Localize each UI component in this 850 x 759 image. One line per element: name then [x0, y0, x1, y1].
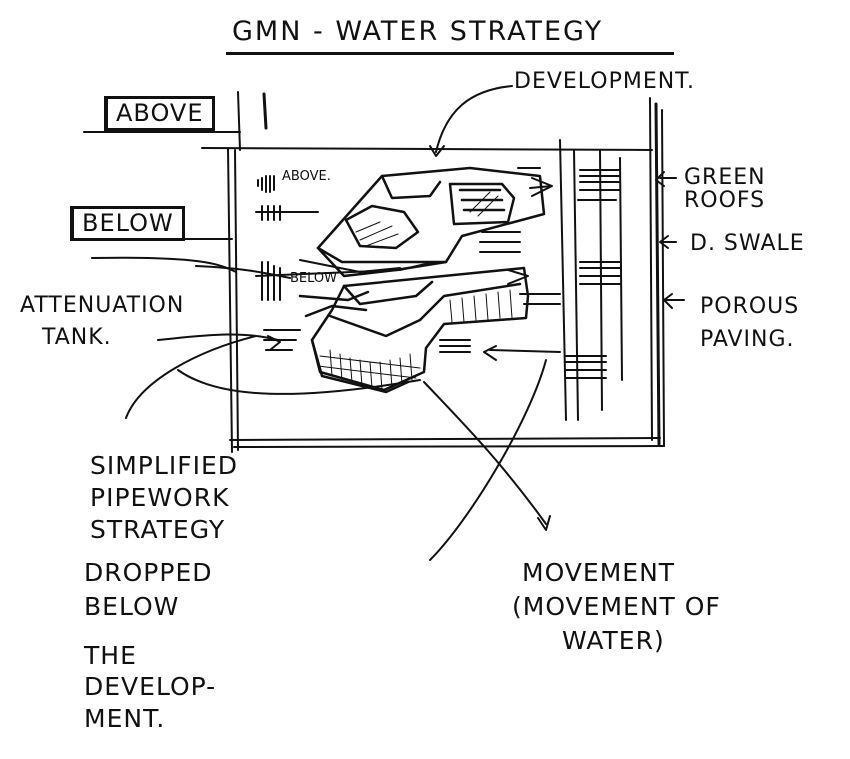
label-sketch-above: ABOVE.: [282, 169, 331, 184]
leader-arrows: [91, 85, 685, 561]
label-attenuation-tank: ATTENUATION TANK.: [20, 293, 185, 350]
label-d-swale: D. SWALE: [690, 231, 805, 256]
label-movement: MOVEMENT (MOVEMENT OF WATER): [512, 558, 721, 655]
sketch-frame: [201, 97, 665, 453]
label-sketch-below: BELOW: [290, 271, 337, 286]
massing-hatching: [317, 191, 513, 391]
title-underline: [226, 52, 674, 55]
label-above-box: ABOVE: [104, 96, 215, 132]
page-title: GMN - WATER STRATEGY: [232, 16, 604, 47]
development-massing: [298, 166, 546, 394]
right-pipe-symbols: [439, 139, 623, 421]
label-below-box: BELOW: [70, 206, 185, 242]
label-development: DEVELOPMENT.: [514, 69, 696, 94]
